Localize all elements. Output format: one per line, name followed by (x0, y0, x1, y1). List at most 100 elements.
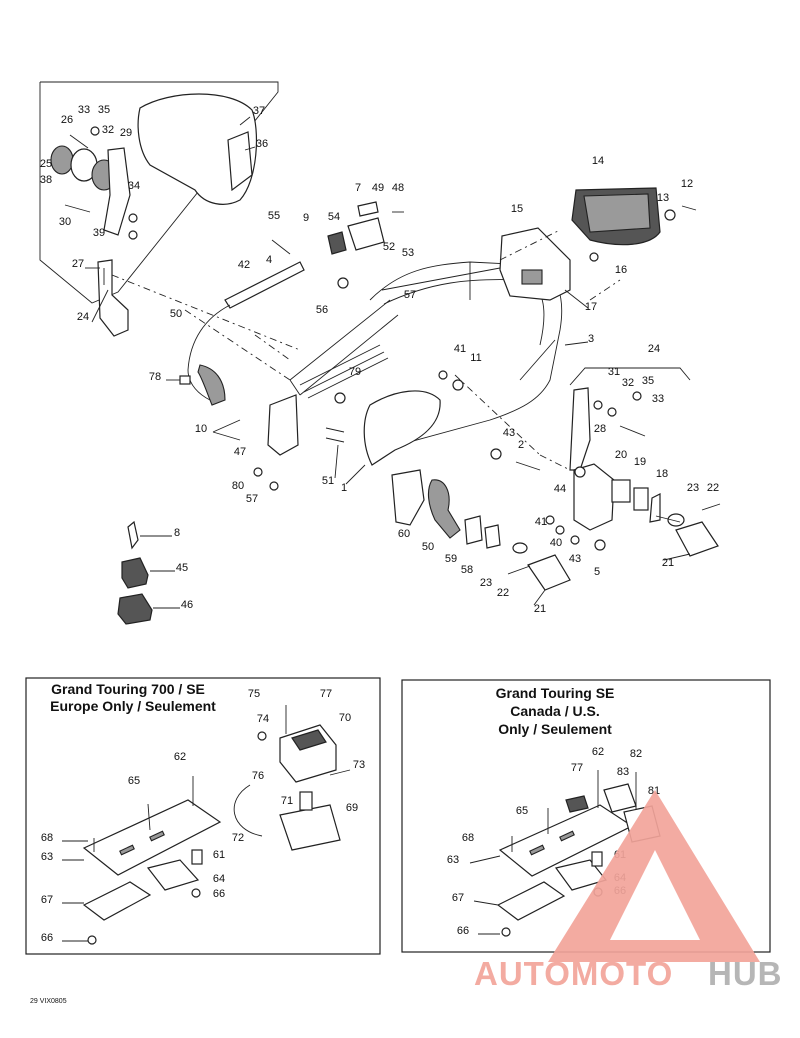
europe-callout-61: 61 (213, 849, 225, 861)
main-callout-22: 22 (497, 587, 509, 599)
main-callout-5: 5 (594, 566, 600, 578)
bushing-23-upper (667, 513, 685, 527)
canada-callout-83: 83 (617, 766, 629, 778)
main-callout-38: 38 (40, 174, 52, 186)
grab-handle-50 (187, 304, 231, 401)
main-callout-58: 58 (461, 564, 473, 576)
main-callout-3: 3 (588, 333, 594, 345)
main-callout-50: 50 (170, 308, 182, 320)
main-callout-2: 2 (518, 439, 524, 451)
main-callout-43: 43 (569, 553, 581, 565)
main-callout-59: 59 (445, 553, 457, 565)
bracket-60 (391, 469, 425, 526)
main-callout-21: 21 (662, 557, 674, 569)
main-callout-1: 1 (341, 482, 347, 494)
europe-slot-1 (119, 844, 135, 856)
license-bracket-17 (499, 227, 571, 301)
europe-callout-69: 69 (346, 802, 358, 814)
main-callout-23: 23 (687, 482, 699, 494)
connector-54 (347, 217, 385, 251)
main-callout-16: 16 (615, 264, 627, 276)
canada-callout-77: 77 (571, 762, 583, 774)
canada-callout-62: 62 (592, 746, 604, 758)
main-callout-32: 32 (622, 377, 634, 389)
canada-slot-2 (559, 830, 575, 842)
main-callout-54: 54 (328, 211, 340, 223)
main-callout-17: 17 (585, 301, 597, 313)
main-callout-15: 15 (511, 203, 523, 215)
europe-parts (62, 705, 351, 945)
watermark-triangle (548, 790, 760, 962)
europe-callout-74: 74 (257, 713, 269, 725)
main-callout-21: 21 (534, 603, 546, 615)
main-callout-60: 60 (398, 528, 410, 540)
canada-box-title-line2: Canada / U.S. (510, 703, 599, 719)
main-callout-40: 40 (550, 537, 562, 549)
main-callout-35: 35 (642, 375, 654, 387)
canada-callout-66: 66 (457, 925, 469, 937)
tail-light-lens (583, 193, 651, 233)
europe-callout-66: 66 (213, 888, 225, 900)
europe-box-title-line1: Grand Touring 700 / SE (51, 681, 205, 697)
canada-leader-67 (473, 900, 499, 906)
arm-50-lower (427, 479, 461, 539)
screw-26 (69, 134, 89, 149)
main-callout-11: 11 (470, 352, 481, 364)
license-light-cutout (521, 269, 543, 285)
plate-19 (633, 487, 649, 511)
main-callout-53: 53 (402, 247, 414, 259)
europe-callout-73: 73 (353, 759, 365, 771)
plate-58 (484, 524, 501, 549)
europe-callout-66: 66 (41, 932, 53, 944)
connector-9 (327, 231, 347, 255)
europe-spacer-61 (191, 849, 203, 865)
main-callout-25: 25 (40, 158, 52, 170)
main-callout-55: 55 (268, 210, 280, 222)
europe-cylinder-top (299, 791, 313, 811)
backrest-bracket (227, 131, 253, 192)
connector-46 (117, 593, 153, 625)
europe-callout-67: 67 (41, 894, 53, 906)
europe-callout-77: 77 (320, 688, 332, 700)
fasteners (90, 126, 697, 551)
main-callout-33: 33 (652, 393, 664, 405)
main-callout-42: 42 (238, 259, 250, 271)
europe-callout-72: 72 (232, 832, 244, 844)
main-callout-46: 46 (181, 599, 193, 611)
main-callout-52: 52 (383, 241, 395, 253)
canada-box-title-line3: Only / Seulement (498, 721, 612, 737)
main-callout-45: 45 (176, 562, 188, 574)
main-callout-36: 36 (256, 138, 268, 150)
main-callout-14: 14 (592, 155, 604, 167)
canada-plate-67 (496, 881, 566, 921)
watermark: AUTOMOTO HUB (474, 790, 782, 992)
main-callout-9: 9 (303, 212, 309, 224)
main-callout-22: 22 (707, 482, 719, 494)
europe-callout-76: 76 (252, 770, 264, 782)
main-callout-4: 4 (266, 254, 272, 266)
foot-21-upper (675, 521, 719, 557)
main-callout-80: 80 (232, 480, 244, 492)
main-callout-24: 24 (77, 311, 89, 323)
europe-box (25, 677, 381, 955)
handle-grip-78 (197, 364, 226, 406)
plate-20 (611, 479, 631, 503)
main-callout-57: 57 (404, 289, 416, 301)
plate-59 (464, 515, 483, 545)
europe-callout-63: 63 (41, 851, 53, 863)
canada-latch-83 (603, 783, 637, 813)
main-callout-39: 39 (93, 227, 105, 239)
europe-callout-65: 65 (128, 775, 140, 787)
europe-callout-70: 70 (339, 712, 351, 724)
main-callout-29: 29 (120, 127, 132, 139)
main-callout-24: 24 (648, 343, 660, 355)
figure-code: 29 VIX0805 (30, 998, 67, 1005)
leader-lines (85, 116, 691, 609)
main-callout-48: 48 (392, 182, 404, 194)
connector-45 (121, 557, 149, 589)
main-callout-51: 51 (322, 475, 334, 487)
screw-30 (64, 204, 91, 213)
handle-tube (224, 261, 305, 309)
main-callout-28: 28 (594, 423, 606, 435)
canada-callout-67: 67 (452, 892, 464, 904)
